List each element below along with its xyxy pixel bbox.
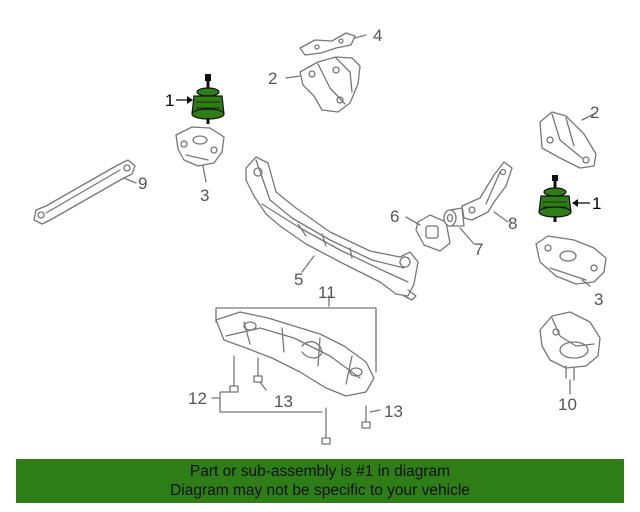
callout-8[interactable]: 8 [508, 214, 517, 233]
callout-1-right[interactable]: 1 [592, 194, 601, 213]
callout-7[interactable]: 7 [474, 240, 483, 259]
parts-diagram: 1 1 2 2 3 3 4 5 6 7 8 9 10 11 12 13 13 [33, 26, 607, 445]
callout-9[interactable]: 9 [138, 174, 147, 193]
callout-1-left[interactable]: 1 [165, 91, 174, 110]
callout-3-left[interactable]: 3 [200, 186, 209, 205]
part-11-subframe[interactable] [215, 311, 375, 397]
banner-line-2: Diagram may not be specific to your vehi… [170, 482, 470, 499]
part-4-bracket[interactable] [299, 32, 356, 56]
arrow-1-right [572, 199, 578, 207]
arrow-1-left [187, 96, 193, 104]
callout-2-top[interactable]: 2 [268, 69, 277, 88]
callout-3-right[interactable]: 3 [594, 290, 603, 309]
part-8-bracket[interactable] [461, 161, 513, 221]
part-13-bolt-a[interactable] [253, 357, 263, 383]
part-6-pad[interactable] [415, 214, 451, 252]
part-2-bracket-top[interactable] [299, 56, 361, 113]
callout-13-left[interactable]: 13 [274, 392, 293, 411]
part-10-mount[interactable] [539, 311, 601, 381]
callout-2-right[interactable]: 2 [590, 103, 599, 122]
part-3-bracket-left[interactable] [175, 126, 225, 167]
callout-12[interactable]: 12 [188, 389, 207, 408]
callout-11[interactable]: 11 [318, 283, 336, 302]
part-12-bolt-a[interactable] [229, 355, 239, 393]
part-9-link[interactable] [33, 159, 136, 225]
callout-13-right[interactable]: 13 [384, 402, 403, 421]
part-12-bolt-b[interactable] [321, 407, 331, 445]
part-13-bolt-b[interactable] [361, 405, 371, 429]
callout-10[interactable]: 10 [558, 395, 577, 414]
part-7-bushing[interactable] [443, 207, 465, 227]
part-2-bracket-right[interactable] [539, 111, 597, 169]
callout-4[interactable]: 4 [373, 26, 382, 45]
part-1-mount-left[interactable] [191, 74, 225, 124]
part-3-bracket-right[interactable] [535, 235, 607, 285]
info-banner: Part or sub-assembly is #1 in diagram Di… [16, 459, 624, 503]
banner-line-1: Part or sub-assembly is #1 in diagram [189, 463, 451, 480]
leader-lines [123, 34, 597, 413]
part-5-crossmember[interactable] [245, 156, 419, 301]
callout-6[interactable]: 6 [390, 207, 399, 226]
callout-5[interactable]: 5 [294, 270, 303, 289]
part-1-mount-right[interactable] [538, 175, 572, 222]
